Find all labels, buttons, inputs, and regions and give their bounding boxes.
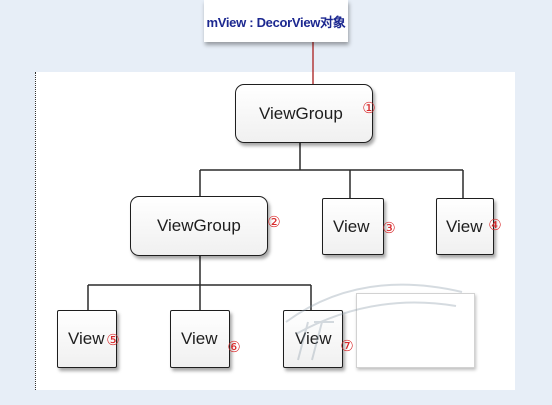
node-label: View	[295, 329, 332, 348]
node-number-marker: ③	[382, 219, 396, 237]
node-label: View	[68, 329, 105, 348]
node-label: View	[181, 329, 218, 348]
node-number-marker: ②	[267, 213, 281, 231]
blank-box	[356, 293, 475, 368]
node-number-marker: ⑤	[106, 331, 120, 349]
node-label: View	[446, 216, 483, 236]
node-number-marker: ⑦	[340, 337, 354, 355]
node-viewgroup-2: ViewGroup ②	[130, 196, 281, 256]
node-label: ViewGroup	[259, 103, 343, 123]
node-view-3: View ③	[322, 198, 396, 255]
node-number-marker: ④	[488, 216, 502, 234]
node-view-4: View ④	[436, 198, 502, 255]
node-view-6: View ⑥	[170, 310, 241, 368]
decorview-title-box: mView : DecorView对象	[204, 0, 348, 42]
node-label: ViewGroup	[157, 216, 241, 235]
node-view-7: View ⑦	[283, 310, 354, 368]
node-number-marker: ①	[362, 99, 376, 117]
node-number-marker: ⑥	[227, 338, 241, 356]
node-label: View	[333, 216, 370, 236]
node-view-5: View ⑤	[57, 310, 120, 368]
decorview-title: mView : DecorView对象	[206, 14, 346, 30]
node-viewgroup-1: ViewGroup ①	[235, 84, 376, 143]
